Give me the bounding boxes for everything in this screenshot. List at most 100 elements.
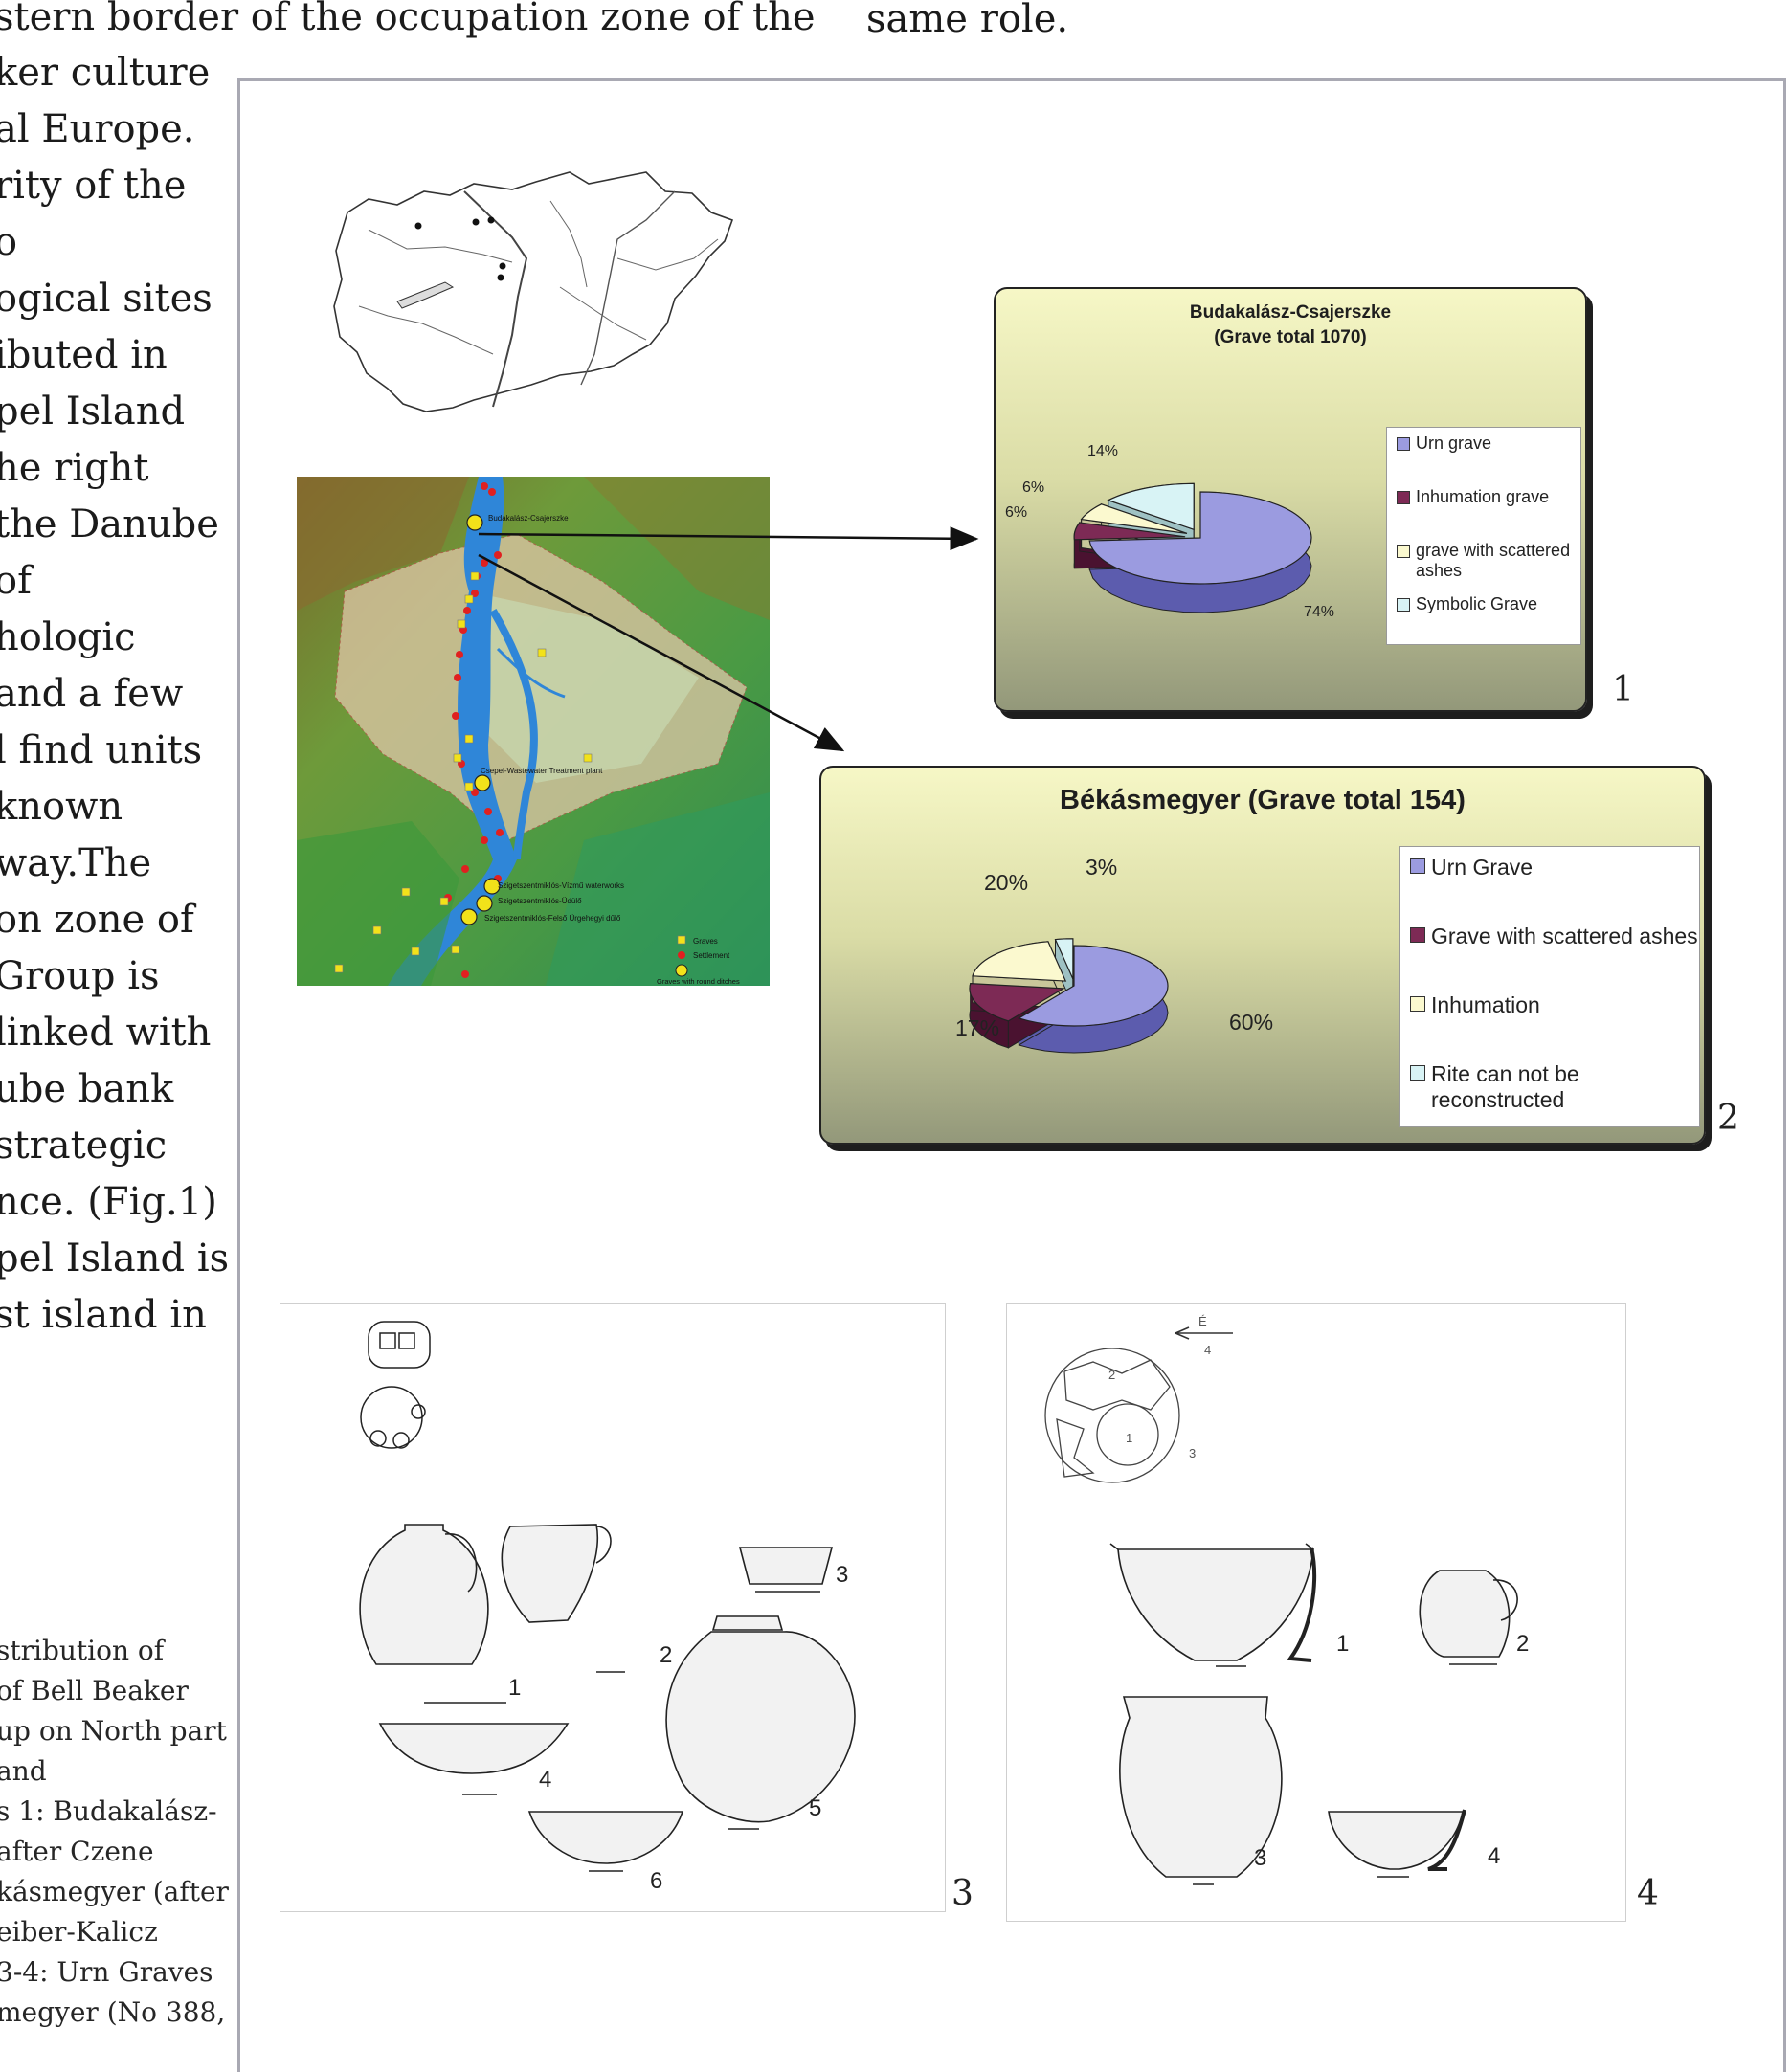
site-distribution-map: Budakalász-Csajerszke Csepel-Wastewater …: [297, 477, 770, 986]
map-legend: Graves Settlement Graves with round ditc…: [657, 935, 740, 986]
map-label-site2: Csepel-Wastewater Treatment plant: [481, 767, 603, 775]
legend-label: Inhumation grave: [1416, 487, 1550, 506]
study-area-lowland: [469, 591, 699, 783]
caption-line: eiber-Kalicz: [0, 1916, 158, 1948]
body-line: al Europe.: [0, 107, 195, 151]
minor-river: [616, 238, 719, 271]
legend-swatch: [1410, 1065, 1425, 1081]
map-legend-graves: Graves: [693, 937, 718, 946]
body-line: way.The: [0, 841, 152, 885]
caption-line: up on North part: [0, 1715, 227, 1747]
legend-swatch: [1397, 491, 1410, 504]
caption-line: megyer (No 388,: [0, 1996, 226, 2028]
chart-bekasmegyer: Békásmegyer (Grave total 154) 60%17%20%3…: [819, 766, 1706, 1145]
hungary-outline-map: [333, 171, 734, 412]
legend-swatch: [1410, 858, 1425, 874]
legend-item: Inhumation: [1410, 992, 1540, 1018]
legend-item: Inhumation grave: [1397, 487, 1549, 507]
caption-line: and: [0, 1755, 47, 1787]
terrain-brown: [584, 477, 770, 620]
body-line: rity of the: [0, 164, 187, 208]
minor-river: [549, 200, 588, 288]
pie-data-label: 6%: [1022, 479, 1044, 496]
legend-item: Grave with scattered ashes: [1410, 924, 1698, 949]
body-line: and a few: [0, 672, 184, 716]
site-dot: [487, 216, 495, 224]
body-line: nce. (Fig.1): [0, 1180, 217, 1224]
chart1-subtitle: (Grave total 1070): [1214, 327, 1367, 347]
scale-bars: [1193, 1663, 1497, 1885]
vessel-number: 4: [1488, 1843, 1500, 1869]
legend-item: Urn Grave: [1410, 855, 1533, 880]
legend-item: grave with scattered ashes: [1397, 541, 1578, 581]
legend-swatch: [1397, 437, 1410, 451]
right-column-text: same role.: [866, 0, 1069, 41]
vessel-number: 5: [809, 1795, 821, 1821]
legend-label: Symbolic Grave: [1416, 594, 1538, 613]
danube-river: [463, 190, 528, 408]
body-line: l find units: [0, 728, 203, 772]
chart-budakalasz: Budakalász-Csajerszke (Grave total 1070)…: [994, 287, 1587, 712]
body-line: stern border of the occupation zone of t…: [0, 0, 816, 39]
minor-river: [368, 229, 513, 263]
legend-swatch: [1410, 927, 1425, 943]
body-line: strategic: [0, 1124, 168, 1168]
danube-river: [388, 477, 517, 986]
legend-label: Urn grave: [1416, 434, 1492, 453]
body-line: ogical sites: [0, 277, 213, 321]
body-line: st island in: [0, 1293, 207, 1337]
legend-label: grave with scattered ashes: [1416, 541, 1571, 580]
danube-branch: [496, 647, 566, 699]
body-line: of: [0, 559, 32, 603]
pie-data-label: 6%: [1005, 504, 1027, 521]
map-legend-ditches: Graves with round ditches: [657, 977, 740, 986]
caption-line: stribution of: [0, 1635, 165, 1666]
body-line: known: [0, 785, 123, 829]
pottery-drawings-3: 1 2 3 4 5 6: [359, 1321, 856, 1894]
minor-river: [358, 305, 494, 355]
plan-number: 3: [1189, 1446, 1196, 1460]
plan-number: 4: [1204, 1343, 1211, 1357]
terrain-brown: [297, 477, 469, 611]
pottery-drawing-panel-4: É 4 1 3 2 1 2 3 4: [1006, 1303, 1626, 1922]
pottery-drawing-panel-3: 1 2 3 4 5 6: [280, 1303, 946, 1912]
caption-line: after Czene: [0, 1836, 154, 1867]
legend-swatch: [1397, 598, 1410, 612]
legend-swatch: [1410, 996, 1425, 1012]
legend-swatch: [1397, 545, 1410, 558]
scale-bars: [424, 1591, 820, 1872]
figure-number-2: 2: [1717, 1099, 1739, 1138]
pie-data-label: 14%: [1087, 443, 1118, 459]
legend-label: Grave with scattered ashes: [1431, 924, 1698, 948]
site-dot: [499, 262, 506, 270]
terrain-green: [546, 792, 770, 986]
body-line: o: [0, 220, 18, 264]
body-line: linked with: [0, 1011, 212, 1055]
caption-line: kásmegyer (after: [0, 1876, 229, 1907]
figure-frame: [237, 78, 1786, 2072]
pie-slice: [1088, 491, 1312, 585]
pie-data-label: 17%: [955, 1015, 999, 1040]
body-line: ker culture: [0, 51, 211, 95]
body-line: pel Island: [0, 390, 186, 434]
connector-arrows: [478, 526, 979, 752]
map-legend-settlement: Settlement: [693, 951, 730, 960]
body-line: ube bank: [0, 1067, 174, 1111]
map-label-site3: Szigetszentmiklós-Vízmű waterworks: [498, 881, 624, 890]
grave-plan: [1044, 1348, 1180, 1483]
pie-slice: [972, 941, 1067, 982]
vessel-number: 2: [1516, 1631, 1529, 1657]
lake-balaton: [396, 281, 455, 309]
danube-branch: [489, 608, 538, 860]
map-label-site4: Szigetszentmiklós-Üdülő: [498, 897, 582, 905]
legend-item: Symbolic Grave: [1397, 594, 1537, 614]
pie-data-label: 60%: [1229, 1010, 1273, 1035]
figure-number-1: 1: [1612, 670, 1634, 709]
legend-item: Rite can not be reconstructed: [1410, 1061, 1688, 1113]
country-border: [333, 171, 734, 412]
grave-plan-icon: [360, 1321, 431, 1449]
chart2-pie: 60%17%20%3%: [955, 855, 1273, 1054]
terrain-green: [297, 821, 459, 986]
vessel-number: 4: [539, 1767, 551, 1793]
vessel-drawing: [1109, 1543, 1518, 1878]
